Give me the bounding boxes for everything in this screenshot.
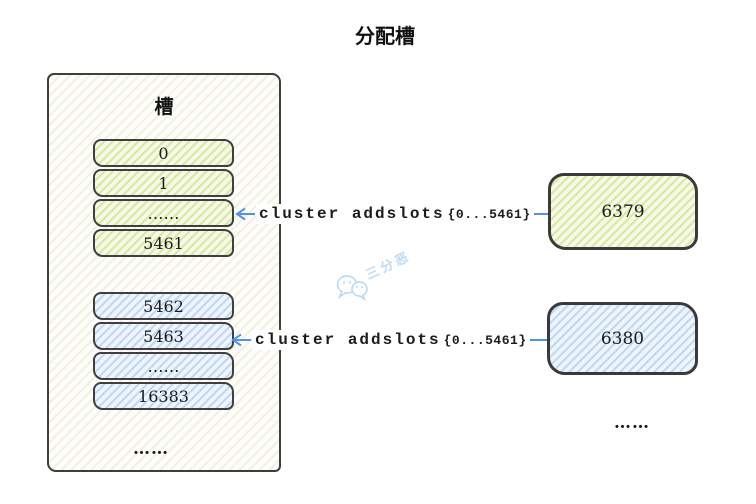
slot-container-label: 槽 <box>154 96 174 118</box>
annotation-blue: cluster addslots {0...5461} <box>230 328 551 352</box>
slot-box-5461: 5461 <box>93 229 234 257</box>
slot-box-0: 0 <box>93 139 234 167</box>
slot-box-16383: 16383 <box>93 382 234 410</box>
node-6379: 6379 <box>548 173 698 250</box>
annotation-green-range: {0...5461} <box>447 207 531 222</box>
node-6379-label: 6379 <box>601 201 645 222</box>
slot-box-5463-label: 5463 <box>143 326 184 346</box>
slot-container: 槽 0 1 …… 5461 5462 5463 …… <box>47 73 281 472</box>
connector-line-blue <box>529 339 551 341</box>
blue-slot-stack: 5462 5463 …… 16383 <box>93 292 234 410</box>
green-slot-stack: 0 1 …… 5461 <box>93 139 234 257</box>
slot-container-ellipsis: …… <box>133 439 169 459</box>
slot-box-5461-label: 5461 <box>143 233 184 253</box>
slot-box-1-label: 1 <box>158 173 169 193</box>
slot-box-green-ellipsis-label: …… <box>147 203 180 223</box>
slot-box-0-label: 0 <box>158 143 169 163</box>
slot-box-1: 1 <box>93 169 234 197</box>
annotation-blue-range: {0...5461} <box>443 333 527 348</box>
slot-box-5462: 5462 <box>93 292 234 320</box>
annotation-blue-text: cluster addslots {0...5461} <box>252 330 530 350</box>
slot-box-5463: 5463 <box>93 322 234 350</box>
slot-box-5462-label: 5462 <box>143 296 184 316</box>
nodes-ellipsis: …… <box>614 413 650 433</box>
node-6380-label: 6380 <box>600 328 645 349</box>
diagram-title: 分配槽 <box>355 24 415 48</box>
left-arrow-icon <box>235 207 255 221</box>
slot-box-blue-ellipsis: …… <box>93 352 234 380</box>
watermark: 三分恶 <box>333 249 445 308</box>
left-arrow-icon <box>231 333 251 347</box>
slot-box-16383-label: 16383 <box>138 386 189 406</box>
watermark-text: 三分恶 <box>363 249 414 284</box>
annotation-blue-command: cluster addslots <box>255 331 441 349</box>
annotation-green-command: cluster addslots <box>259 205 445 223</box>
connector-line-green <box>533 213 552 215</box>
annotation-green: cluster addslots {0...5461} <box>234 202 552 226</box>
wechat-icon <box>336 275 368 301</box>
node-6380: 6380 <box>547 302 698 375</box>
slot-box-green-ellipsis: …… <box>93 199 234 227</box>
slot-box-blue-ellipsis-label: …… <box>147 356 180 376</box>
annotation-green-text: cluster addslots {0...5461} <box>256 204 534 224</box>
